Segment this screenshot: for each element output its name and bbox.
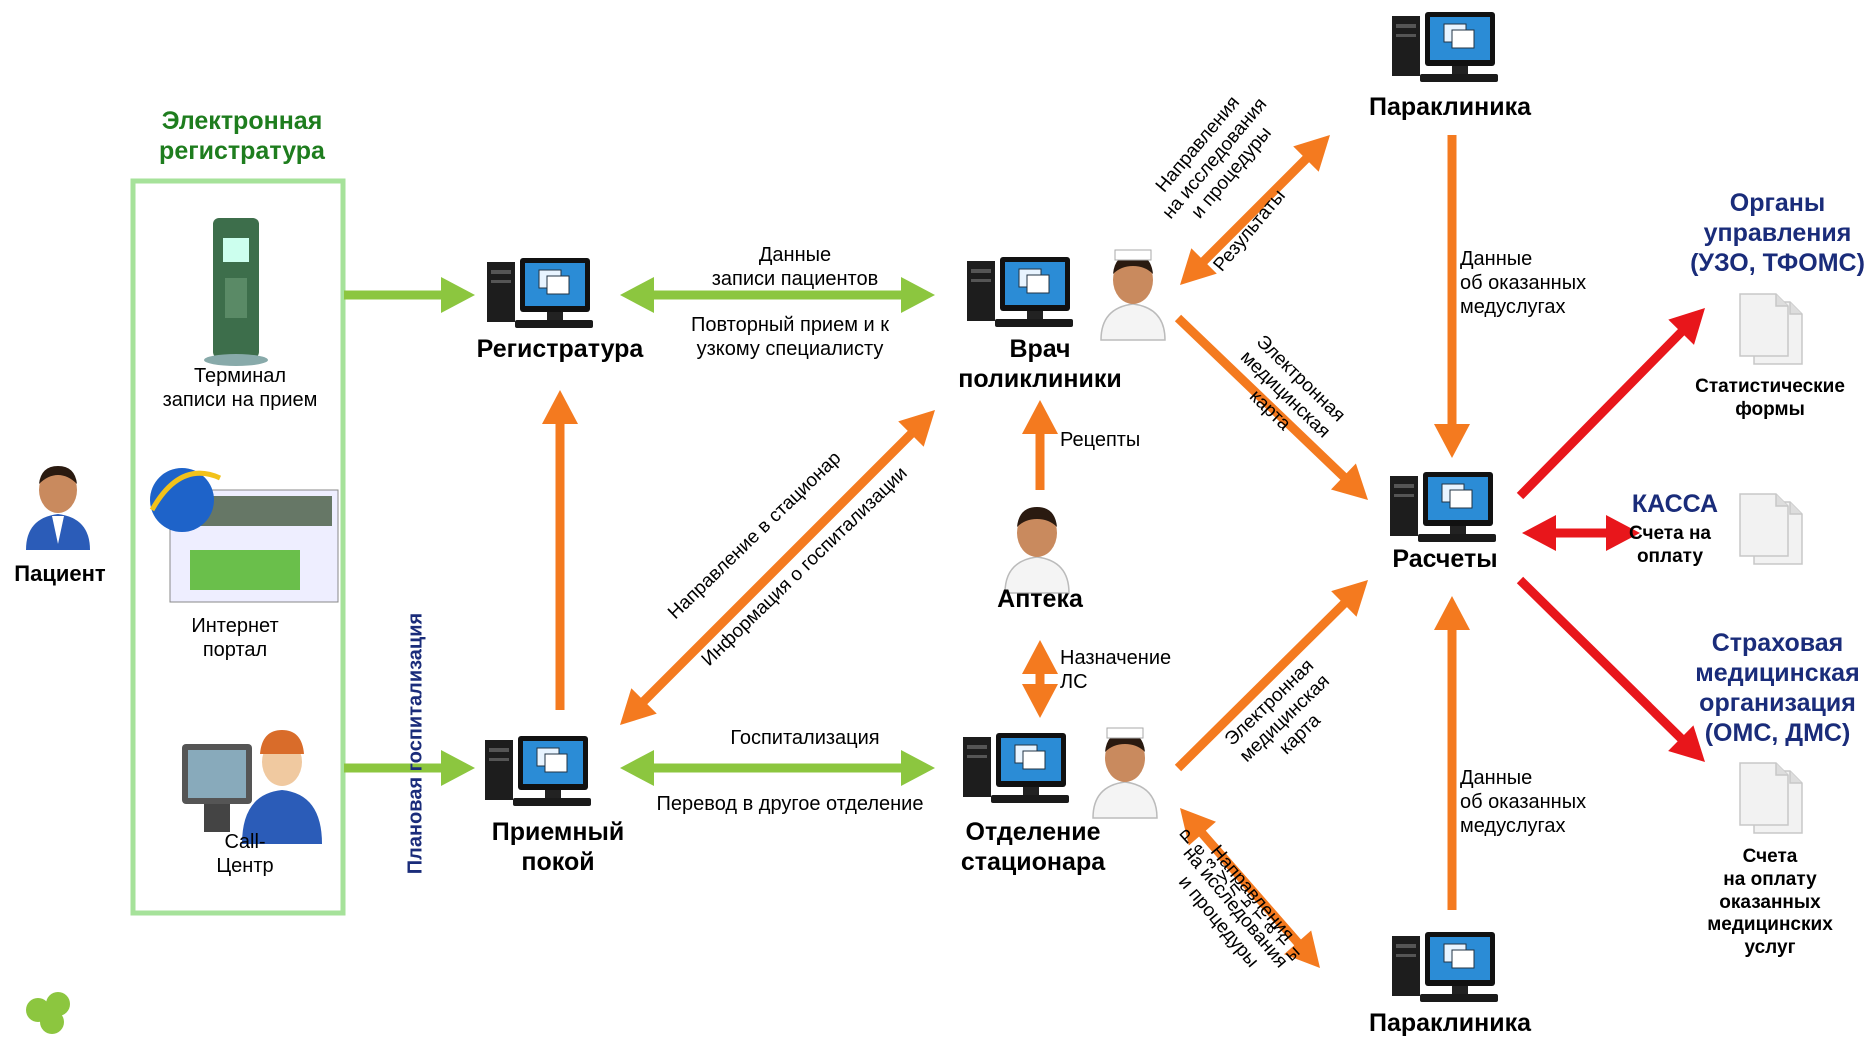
node-raschety: Расчеты: [1392, 545, 1498, 573]
edge-med-assign: Назначение ЛС: [1060, 647, 1172, 693]
green-arrow-terminal-registratura: [344, 277, 475, 313]
kassa-bills-label: Счета на оплату: [1628, 523, 1711, 567]
edge-repeat-visit: Повторный прием и к узкому специалисту: [690, 314, 890, 360]
portal-label: Интернет портал: [191, 615, 279, 661]
edge-services-top: Данные об оказанных медуслугах: [1460, 248, 1587, 318]
computer-icon: [966, 256, 1074, 328]
node-priemny: Приемный покой: [491, 818, 625, 876]
orange-arrow-paraclinic-raschety-bottom: [1434, 596, 1470, 910]
organs-title: Органы управления (УЗО, ТФОМС): [1690, 189, 1865, 277]
patient-icon: [26, 466, 90, 550]
terminal-label: Терминал записи на прием: [162, 365, 318, 411]
computer-icon: [1391, 11, 1499, 83]
clover-logo-icon: [26, 992, 70, 1034]
green-arrow-priemny-otdelenie: [620, 750, 935, 786]
pharmacist-icon: [1004, 506, 1070, 594]
node-apteka: Аптека: [997, 585, 1083, 613]
orange-arrow-priemny-registratura: [542, 390, 578, 710]
orange-arrow-doctor-paraclinic: [1180, 135, 1330, 285]
computer-icon: [962, 732, 1070, 804]
edge-services-bottom: Данные об оказанных медуслугах: [1460, 767, 1587, 837]
green-arrow-callcenter-priemny: [344, 750, 475, 786]
node-doctor: Врач поликлиники: [958, 335, 1122, 393]
computer-icon: [486, 257, 594, 329]
smo-title: Страховая медицинская организация (ОМС, …: [1695, 629, 1860, 747]
kassa-title: КАССА: [1631, 490, 1719, 518]
red-arrow-raschety-organs: [1516, 308, 1705, 500]
stat-forms-label: Статистические формы: [1695, 376, 1845, 420]
document-icon: [1740, 763, 1802, 833]
doctor-icon: [1092, 727, 1158, 819]
kiosk-terminal-icon: [204, 218, 268, 366]
orange-arrow-otdelenie-paraclinic: [1180, 808, 1320, 968]
node-paraclinic-top: Параклиника: [1369, 93, 1531, 121]
red-arrow-raschety-smo: [1516, 576, 1705, 762]
edge-hospitalization: Госпитализация: [730, 727, 880, 749]
orange-arrow-otdelenie-raschety: [1174, 580, 1368, 772]
red-arrow-raschety-kassa: [1522, 515, 1640, 551]
edge-transfer: Перевод в другое отделение: [656, 793, 924, 815]
edge-recipes: Рецепты: [1060, 429, 1141, 451]
registry-frame: [130, 178, 346, 916]
computer-icon: [1391, 931, 1499, 1003]
smo-bills-label: Счета на оплату оказанных медицинских ус…: [1707, 846, 1833, 959]
doctor-icon: [1100, 249, 1166, 341]
call-center-icon: [182, 730, 322, 844]
edge-patients-data: Данные записи пациентов: [711, 244, 879, 290]
orange-arrow-doctor-raschety: [1174, 314, 1368, 500]
green-arrow-registratura-doctor: [620, 277, 935, 313]
registry-title: Электронная регистратура: [159, 107, 325, 165]
orange-arrow-doctor-priemny: [620, 410, 935, 725]
computer-icon: [1389, 471, 1497, 543]
callcenter-label: Call- Центр: [216, 831, 274, 877]
document-icon: [1740, 294, 1802, 364]
orange-arrow-paraclinic-raschety: [1434, 135, 1470, 458]
computer-icon: [484, 735, 592, 807]
node-otdelenie: Отделение стационара: [960, 818, 1106, 876]
planned-hospitalization-label: Плановая госпитализация: [404, 612, 427, 875]
document-icon: [1740, 494, 1802, 564]
patient-label: Пациент: [14, 561, 106, 586]
orange-arrow-apteka-doctor: [1022, 400, 1058, 490]
orange-arrow-apteka-otdelenie: [1022, 640, 1058, 718]
internet-portal-icon: [149, 468, 339, 603]
node-registratura: Регистратура: [476, 335, 644, 363]
node-paraclinic-bottom: Параклиника: [1369, 1009, 1531, 1037]
